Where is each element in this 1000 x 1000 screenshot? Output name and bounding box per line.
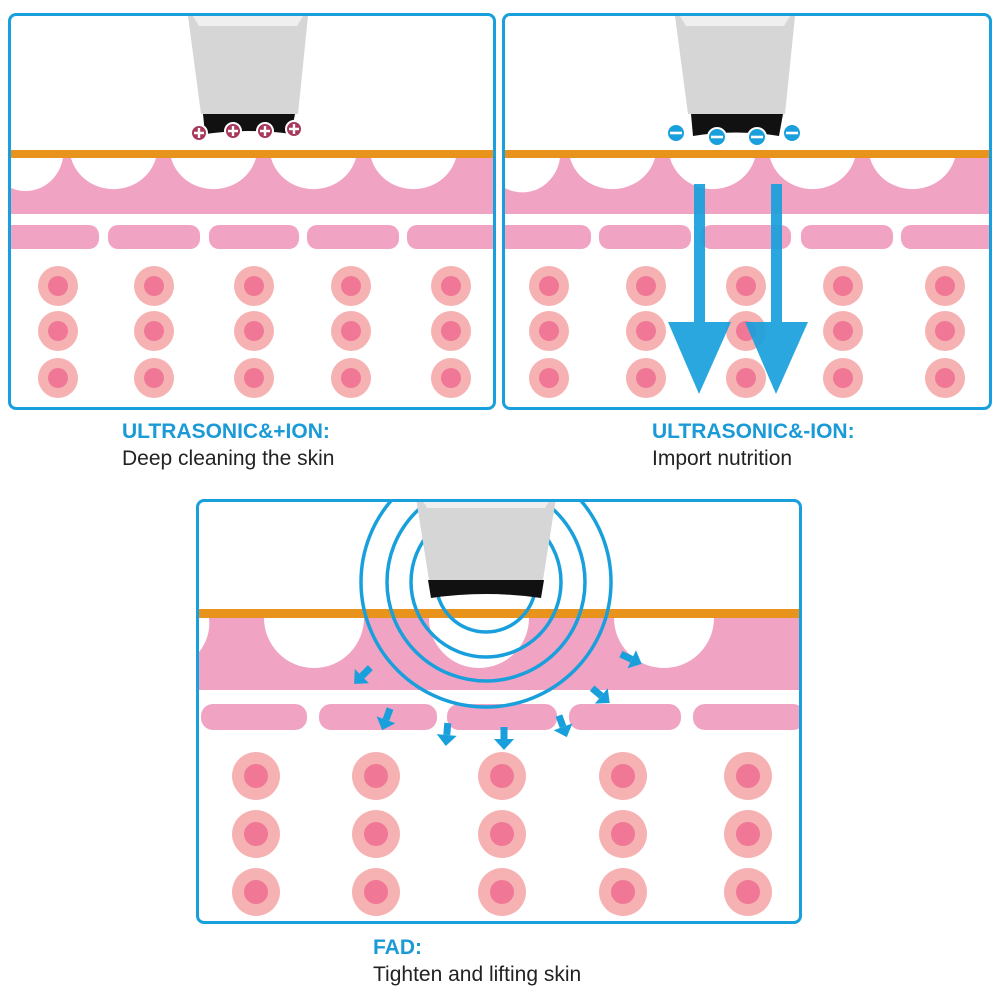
small-arrow-icon [354,665,373,684]
epidermis-layer [505,158,989,214]
plus-ion-icon [190,124,208,142]
skin-cells [232,752,772,916]
skin-cells [529,266,965,398]
fad-subtitle: Tighten and lifting skin [373,963,582,986]
negative-ion-diagram [505,16,989,398]
dermis-layer [505,225,989,249]
negative-ions [666,123,802,147]
positive-ion-diagram [11,16,493,398]
plus-ion-icon [256,122,274,140]
fad-diagram [199,502,799,916]
small-arrow-icon [589,685,610,704]
small-arrow-icon [376,707,396,731]
fad-arrows [354,650,642,750]
minus-ion-icon [707,127,727,147]
skin-surface-line [11,150,493,158]
plus-ion-icon [224,122,242,140]
nutrition-arrows [668,184,808,394]
dermis-layer [201,704,799,730]
panel-positive-ion [8,13,496,410]
minus-ion-icon [747,127,767,147]
ultrasonic-probe-icon [675,16,795,136]
panel-fad [196,499,802,924]
small-arrow-icon [619,650,642,669]
skin-cells [38,266,471,398]
caption-positive-ion: ULTRASONIC&+ION: Deep cleaning the skin [122,418,334,472]
positive-ion-title: ULTRASONIC&+ION: [122,420,330,443]
down-arrow-icon [745,184,808,394]
skin-surface-line [199,609,799,618]
epidermis-layer [11,158,493,214]
minus-ion-icon [666,123,686,143]
positive-ions [190,120,303,142]
caption-negative-ion: ULTRASONIC&-ION: Import nutrition [652,418,855,472]
small-arrow-icon [553,714,573,738]
caption-fad: FAD: Tighten and lifting skin [373,934,581,988]
small-arrow-icon [494,727,514,750]
plus-ion-icon [285,120,303,138]
small-arrow-icon [436,722,457,746]
skin-surface-line [505,150,989,158]
ultrasonic-probe-icon [416,502,556,598]
minus-ion-icon [782,123,802,143]
negative-ion-title: ULTRASONIC&-ION: [652,420,855,443]
negative-ion-subtitle: Import nutrition [652,447,793,470]
ultrasonic-probe-icon [188,16,308,134]
dermis-layer [11,225,493,249]
down-arrow-icon [668,184,731,394]
positive-ion-subtitle: Deep cleaning the skin [122,447,335,470]
epidermis-layer [199,618,799,690]
panel-negative-ion [502,13,992,410]
fad-title: FAD: [373,936,422,959]
